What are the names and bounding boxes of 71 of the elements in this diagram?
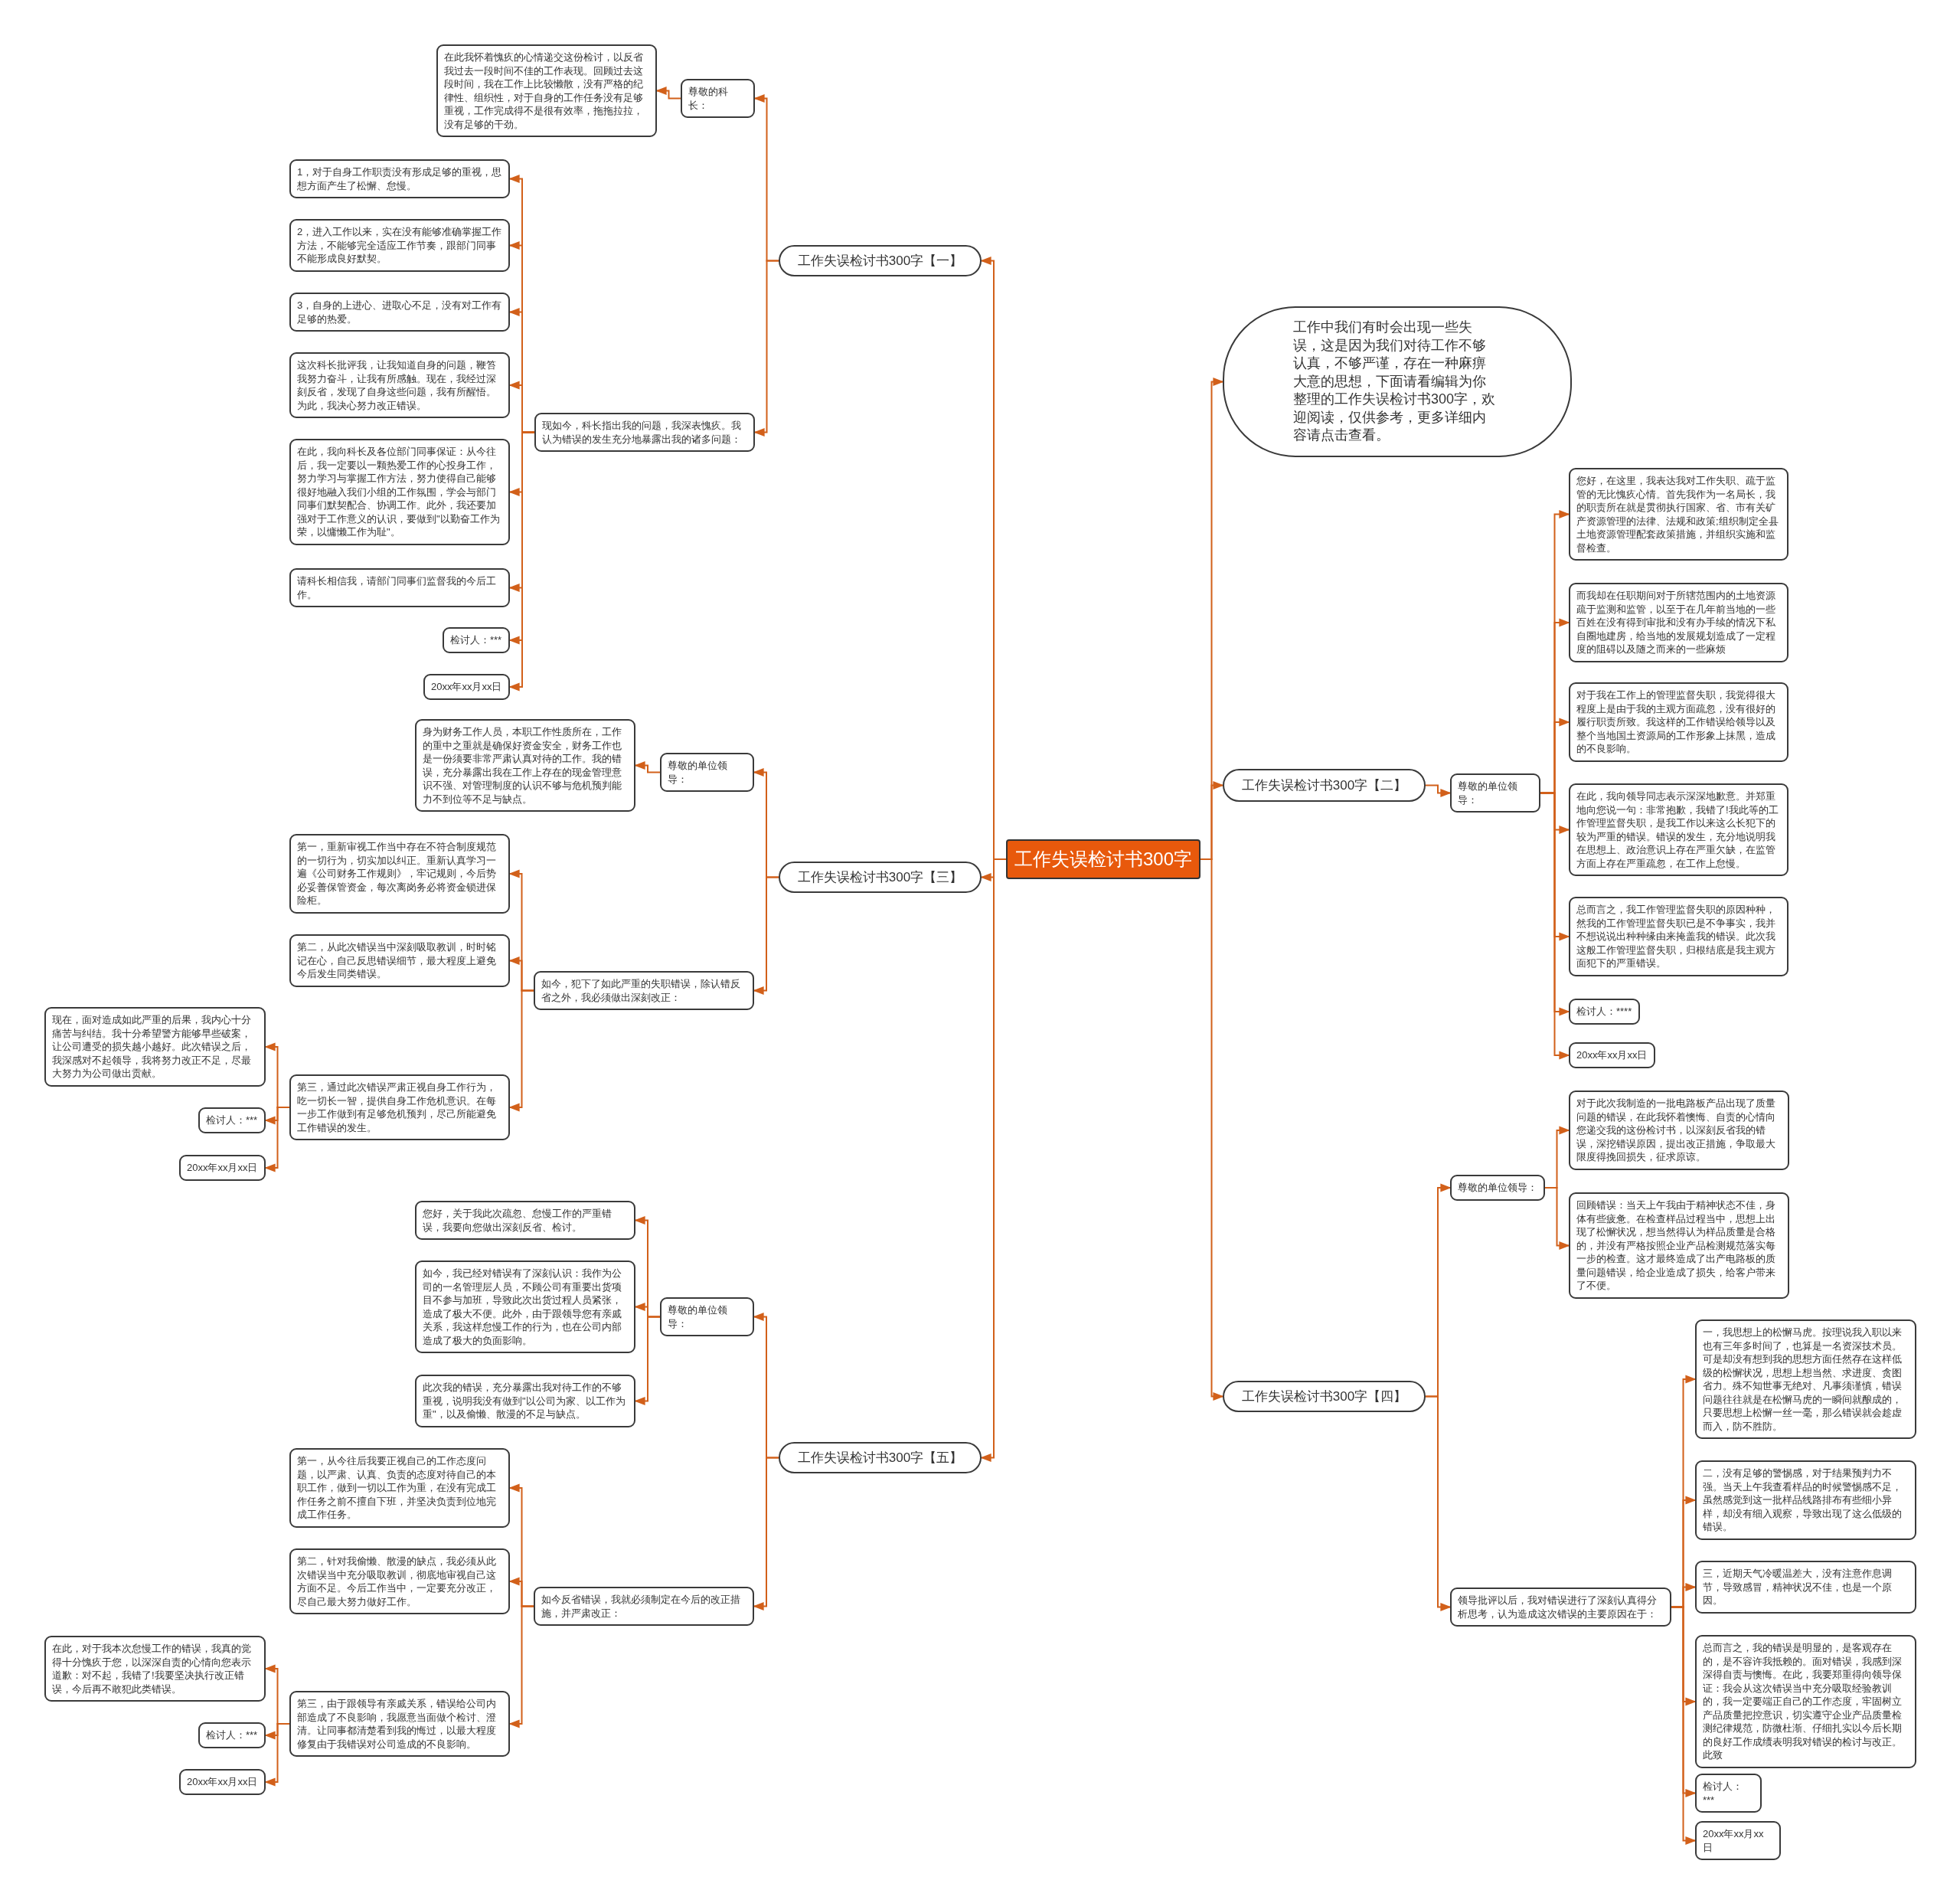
note-box: 尊敬的单位领导： — [1450, 1175, 1545, 1201]
arrow — [753, 1457, 779, 1611]
note-box: 检讨人：*** — [1695, 1774, 1762, 1813]
note-box: 此次我的错误，充分暴露出我对待工作的不够重视，说明我没有做到"以公司为家、以工作为重"，以及偷懒、散漫的不足与缺点。 — [415, 1375, 635, 1427]
note-box: 现如今，科长指出我的问题，我深表愧疚。我认为错误的发生充分地暴露出我的诸多问题： — [534, 413, 755, 452]
arrow — [264, 1107, 290, 1172]
note-box: 检讨人：*** — [198, 1722, 266, 1748]
arrow — [1425, 784, 1452, 798]
note-box: 在此我怀着愧疚的心情递交这份检讨，以反省我过去一段时间不佳的工作表现。回顾过去这段时间，我在工作上比较懒散，没有严格的纪律性、组织性，对于自身的工作任务没有足够重视，工作完成得不是很有效率，拖拖拉拉，没有足够的干劲。 — [436, 44, 657, 137]
note-box: 对于此次我制造的一批电路板产品出现了质量问题的错误，在此我怀着懊悔、自责的心情向您递交我的这份检讨书，以深刻反省我的错误，深挖错误原因，提出改正措施，争取最大限度得挽回损失，征求原谅。 — [1569, 1091, 1789, 1170]
note-box: 第一，重新审视工作当中存在不符合制度规范的一切行为，切实加以纠正。重新认真学习一遍《公司财务工作规则》，牢记规则，今后势必妥善保管资金，每次离岗务必将资金锁进保险柜。 — [289, 834, 510, 914]
arrow — [634, 1316, 661, 1406]
arrow — [1425, 1395, 1452, 1612]
note-box: 您好，关于我此次疏忽、怠慢工作的严重错误，我要向您做出深刻反省、检讨。 — [415, 1201, 635, 1240]
note-box: 检讨人：*** — [198, 1107, 266, 1133]
note-box: 第二，从此次错误当中深刻吸取教训，时时铭记在心，自己反思错误细节，最大程度上避免今后发生同类错误。 — [289, 934, 510, 987]
note-box: 检讨人：*** — [443, 627, 510, 653]
note-box: 20xx年xx月xx日 — [179, 1155, 266, 1181]
note-box: 如今，我已经对错误有了深刻认识：我作为公司的一名管理层人员，不顾公司有重要出货项目不参与加班，导致此次出货过程人员紧张，造成了极大不便。此外，由于跟领导您有亲戚关系，我这样怠慢工作的行为，也在公司内部造成了极大的负面影响。 — [415, 1261, 635, 1353]
note-box: 总而言之，我工作管理监督失职的原因种种，然我的工作管理监督失职已是不争事实，我并不想说说出种种缘由来掩盖我的错误。此次我这般工作管理监督失职，归根结底是我主观方面犯下的严重错误。 — [1569, 897, 1788, 976]
central-topic: 工作失误检讨书300字 — [1006, 839, 1200, 879]
topic-pill: 工作失误检讨书300字【五】 — [779, 1442, 982, 1473]
note-box: 尊敬的单位领导： — [660, 1297, 754, 1336]
note-box: 领导批评以后，我对错误进行了深刻认真得分析思考，认为造成这次错误的主要原因在于： — [1450, 1588, 1671, 1627]
topic-pill: 工作失误检讨书300字【二】 — [1223, 769, 1426, 802]
note-box: 回顾错误：当天上午我由于精神状态不佳，身体有些疲惫。在检查样品过程当中，思想上出现了松懈状况，想当然得认为样品质量是合格的，并没有严格按照企业产品检测规范落实每一步的检查。这才最终造成了出产电路板的质量问题错误，给企业造成了损失，给客户带来了不便。 — [1569, 1192, 1789, 1299]
note-box: 3，自身的上进心、进取心不足，没有对工作有足够的热爱。 — [289, 293, 510, 332]
arrow — [1544, 1187, 1570, 1251]
note-box: 如今，犯下了如此严重的失职错误，除认错反省之外，我必须做出深刻改正： — [534, 971, 754, 1010]
note-box: 总而言之，我的错误是明显的，是客观存在的，是不容许我抵赖的。面对错误，我感到深深得自责与懊悔。在此，我要郑重得向领导保证：我会从这次错误当中充分吸取经验教训的，我一定要端正自己的工作态度，牢固树立产品质量把控意识，切实遵守企业产品质量检测纪律规范，防微杜渐、仔细扎实以今后长期的良好工作成绩表明我对错误的检讨与改正。此致 — [1695, 1635, 1916, 1768]
intro-callout: 工作中我们有时会出现一些失误，这是因为我们对待工作不够认真，不够严谨，存在一种麻痹大意的思想，下面请看编辑为你整理的工作失误检讨书300字，欢迎阅读，仅供参考，更多详细内容请点击查看。 — [1223, 306, 1572, 457]
note-box: 一，我思想上的松懈马虎。按理说我入职以来也有三年多时间了，也算是一名资深技术员。可是却没有想到我的思想方面任然存在这样低级的松懈状况，思想上想当然、求进度、贪图省力。殊不知世事无绝对、凡事须谨慎，错误问题往往就是在松懈马虎的一瞬间就酿成的，只要思想上松懈一丝一毫，那么错误就会趁虚而入，防不胜防。 — [1695, 1319, 1916, 1439]
note-box: 2，进入工作以来，实在没有能够准确掌握工作方法，不能够完全适应工作节奏，跟部门同事不能形成良好默契。 — [289, 219, 510, 272]
topic-pill: 工作失误检讨书300字【三】 — [779, 862, 982, 893]
arrow — [634, 760, 661, 773]
note-box: 而我却在任职期间对于所辖范围内的土地资源疏于监测和监管，以至于在几年前当地的一些百姓在没有得到审批和没有办手续的情况下私自圈地建房，给当地的发展规划造成了一定程度的阻碍以及随之而来的一些麻烦 — [1569, 583, 1788, 662]
topic-pill: 工作失误检讨书300字【四】 — [1223, 1381, 1426, 1412]
arrow — [753, 876, 779, 996]
note-box: 三，近期天气冷暖温差大，没有注意作息调节，导致感冒，精神状况不佳，也是一个原因。 — [1695, 1561, 1916, 1614]
note-box: 检讨人：**** — [1569, 999, 1640, 1025]
note-box: 请科长相信我，请部门同事们监督我的今后工作。 — [289, 568, 510, 607]
note-box: 二，没有足够的警惕感，对于结果预判力不强。当天上午我查看样品的时候警惕感不足，虽然感觉到这一批样品线路排布有些细小异样，却没有细入观察，导致出现了这么低级的错误。 — [1695, 1460, 1916, 1540]
arrow — [508, 989, 534, 1112]
note-box: 在此，对于我本次怠慢工作的错误，我真的觉得十分愧疚于您，以深深自责的心情向您表示道歉：对不起，我错了!我要坚决执行改正错误，今后再不敢犯此类错误。 — [44, 1636, 266, 1702]
arrow — [508, 1605, 534, 1728]
note-box: 尊敬的单位领导： — [660, 753, 754, 792]
arrow — [1671, 1606, 1697, 1846]
arrow — [264, 1723, 290, 1787]
arrow — [508, 431, 535, 692]
note-box: 第三，由于跟领导有亲戚关系，错误给公司内部造成了不良影响，我愿意当面做个检讨、澄清。让同事都清楚看到我的悔过，以最大程度修复由于我错误对公司造成的不良影响。 — [289, 1691, 510, 1757]
note-box: 1，对于自身工作职责没有形成足够的重视，思想方面产生了松懈、怠慢。 — [289, 159, 510, 198]
note-box: 在此，我向科长及各位部门同事保证：从今往后，我一定要以一颗热爱工作的心投身工作，努力学习与掌握工作方法，努力使得自己能够很好地融入我们小组的工作氛围，学会与部门同事们默契配合、协调工作。此外，我还要加强对于工作意义的认识，要做到"以勤奋工作为荣，以慵懒工作为耻"。 — [289, 439, 510, 545]
note-box: 对于我在工作上的管理监督失职，我觉得很大程度上是由于我的主观方面疏忽，没有很好的履行职责所致。我这样的工作错误给领导以及整个当地国土资源局的工作形象上抹黑，造成的不良影响。 — [1569, 682, 1788, 762]
arrow — [753, 260, 779, 437]
note-box: 20xx年xx月xx日 — [1569, 1042, 1655, 1068]
note-box: 第三，通过此次错误严肃正视自身工作行为，吃一切长一智，提供自身工作危机意识。在每一步工作做到有足够危机预判，尽己所能避免工作错误的发生。 — [289, 1074, 510, 1140]
arrow — [655, 86, 681, 100]
note-box: 这次科长批评我，让我知道自身的问题，鞭笞我努力奋斗，让我有所感触。现在，我经过深刻反省，发现了自身这些问题，我有所醒悟。为此，我决心努力改正错误。 — [289, 352, 510, 418]
note-box: 您好，在这里，我表达我对工作失职、疏于监管的无比愧疚心情。首先我作为一名局长，我的职责所在就是贯彻执行国家、省、市有关矿产资源管理的法律、法规和政策;组织制定全县土地资源管理配套政策措施，并组织实施和监督检查。 — [1569, 468, 1788, 561]
note-box: 身为财务工作人员，本职工作性质所在，工作的重中之重就是确保好资金安全，财务工作也是一份须要非常严肃认真对待的工作。我的错误，充分暴露出我在工作上存在的现金管理意识不强、对管理制度的认识不够与危机预判能力不到位等不足与缺点。 — [415, 719, 635, 812]
note-box: 如今反省错误，我就必须制定在今后的改正措施，并严肃改正： — [534, 1587, 754, 1626]
note-box: 20xx年xx月xx日 — [179, 1769, 266, 1795]
note-box: 20xx年xx月xx日 — [1695, 1821, 1781, 1860]
note-box: 尊敬的单位领导： — [1450, 773, 1540, 813]
note-box: 第一，从今往后我要正视自己的工作态度问题，以严肃、认真、负责的态度对待自己的本职工作，做到一切以工作为重，在没有完成工作任务之前不擅自下班，并坚决负责到位地完成工作任务。 — [289, 1448, 510, 1528]
topic-pill: 工作失误检讨书300字【一】 — [779, 245, 982, 276]
note-box: 20xx年xx月xx日 — [423, 674, 510, 700]
note-box: 现在，面对造成如此严重的后果，我内心十分痛苦与纠结。我十分希望警方能够早些破案，让公司遭受的损失越小越好。此次错误之后，我深感对不起领导，我将努力改正不足，尽最大努力为公司做出贡献。 — [44, 1007, 266, 1087]
note-box: 在此，我向领导同志表示深深地歉意。并郑重地向您说一句：非常抱歉，我错了!我此等的工作管理监督失职，是我工作以来这么长犯下的较为严重的错误。错误的发生，充分地说明我在思想上、政治意识上存在严重欠缺，在监管方面上存在严重疏忽，在工作上怠慢。 — [1569, 783, 1788, 876]
note-box: 尊敬的科长： — [681, 79, 755, 118]
note-box: 第二，针对我偷懒、散漫的缺点，我必须从此次错误当中充分吸取教训，彻底地审视自己这方面不足。今后工作当中，一定要充分改正，尽自己最大努力做好工作。 — [289, 1548, 510, 1614]
